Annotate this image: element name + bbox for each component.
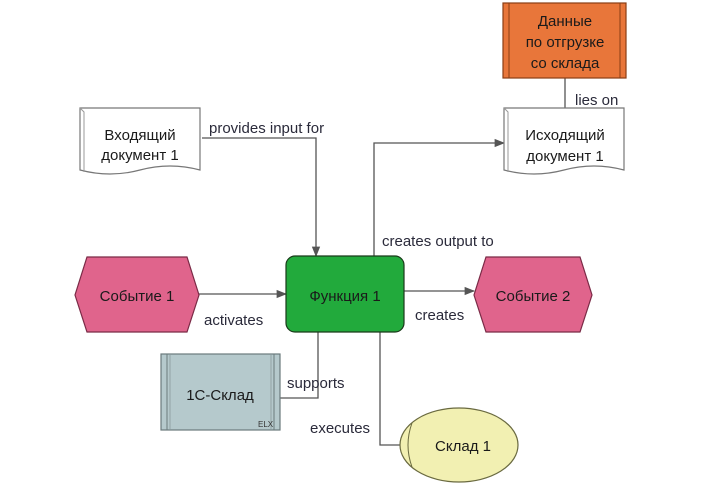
function-1-node[interactable]: Функция 1 xyxy=(285,255,405,333)
incoming-document-line2: документ 1 xyxy=(101,147,178,164)
outgoing-document-node[interactable]: Исходящий документ 1 xyxy=(503,107,625,175)
warehouse-data-line3: со склада xyxy=(531,55,600,72)
incoming-document-node[interactable]: Входящий документ 1 xyxy=(79,107,201,175)
edge-label-creates-output: creates output to xyxy=(382,233,494,250)
edge-provides-input xyxy=(202,137,321,258)
edge-supports xyxy=(280,332,319,399)
edge-label-executes: executes xyxy=(310,420,370,437)
edge-creates-output xyxy=(373,138,506,256)
edge-label-activates: activates xyxy=(204,312,263,329)
event-2-label: Событие 2 xyxy=(496,288,571,305)
system-1c-label: 1С-Склад xyxy=(186,387,254,404)
function-1-label: Функция 1 xyxy=(309,288,380,305)
warehouse-shipment-data-node[interactable]: Данные по отгрузке со склада xyxy=(502,2,627,79)
outgoing-document-line1: Исходящий xyxy=(525,127,605,144)
warehouse-data-line2: по отгрузке xyxy=(526,34,605,51)
warehouse-1-label: Склад 1 xyxy=(435,438,491,455)
system-1c-warehouse-node[interactable]: 1С-Склад ELX xyxy=(160,353,281,431)
edge-label-lies-on: lies on xyxy=(575,92,618,109)
system-1c-badge: ELX xyxy=(258,420,274,429)
event-1-node[interactable]: Событие 1 xyxy=(74,256,200,333)
event-1-label: Событие 1 xyxy=(100,288,175,305)
event-2-node[interactable]: Событие 2 xyxy=(473,256,593,333)
edge-label-supports: supports xyxy=(287,375,345,392)
incoming-document-line1: Входящий xyxy=(104,127,175,144)
warehouse-data-line1: Данные xyxy=(538,13,592,30)
edge-label-provides-input: provides input for xyxy=(209,120,324,137)
outgoing-document-line2: документ 1 xyxy=(526,148,603,165)
warehouse-1-node[interactable]: Склад 1 xyxy=(399,407,519,483)
edge-label-creates: creates xyxy=(415,307,464,324)
edge-executes xyxy=(379,332,401,446)
